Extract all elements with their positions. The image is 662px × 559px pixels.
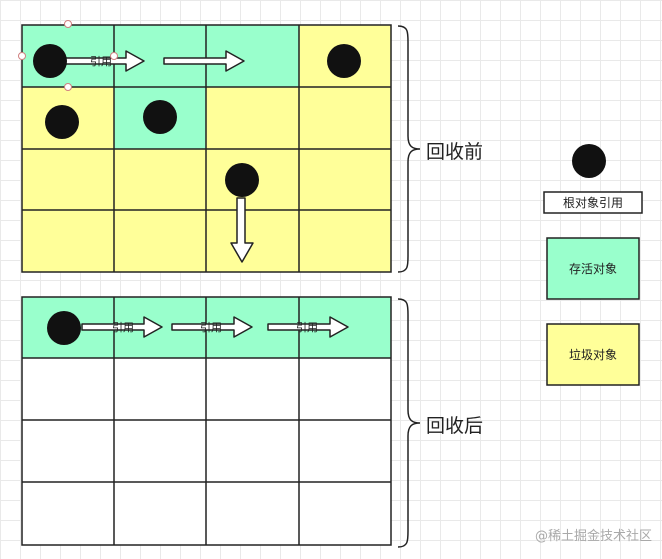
legend-root-icon: [572, 144, 606, 178]
root-object: [33, 44, 67, 78]
root-object: [327, 44, 361, 78]
after-grid: 引用 引用 引用: [21, 296, 392, 546]
legend: 根对象引用 存活对象 垃圾对象: [543, 144, 643, 386]
watermark: @稀土掘金技术社区: [535, 528, 652, 544]
reference-label: 引用: [90, 54, 112, 68]
legend-root-label: 根对象引用: [563, 196, 623, 210]
legend-alive-box: [546, 237, 640, 300]
cell-alive: [206, 25, 299, 87]
root-object: [47, 311, 81, 345]
legend-garbage-box: [546, 323, 640, 386]
legend-root-box: [543, 191, 643, 214]
selection-handles: [18, 20, 118, 91]
before-label: 回收前: [426, 141, 483, 163]
brace-before: [397, 25, 421, 273]
cell-garbage: [299, 87, 391, 149]
after-label: 回收后: [426, 415, 483, 437]
reference-label: 引用: [296, 320, 318, 334]
root-object: [45, 105, 79, 139]
root-object: [143, 100, 177, 134]
legend-garbage-label: 垃圾对象: [569, 347, 617, 362]
brace-after: [397, 298, 421, 548]
cell-garbage: [206, 87, 299, 149]
reference-label: 引用: [200, 320, 222, 334]
down-arrow: [230, 197, 254, 263]
reference-label: 引用: [112, 320, 134, 334]
legend-alive-label: 存活对象: [569, 262, 617, 276]
root-object: [225, 163, 259, 197]
before-grid: 引用: [18, 20, 392, 273]
